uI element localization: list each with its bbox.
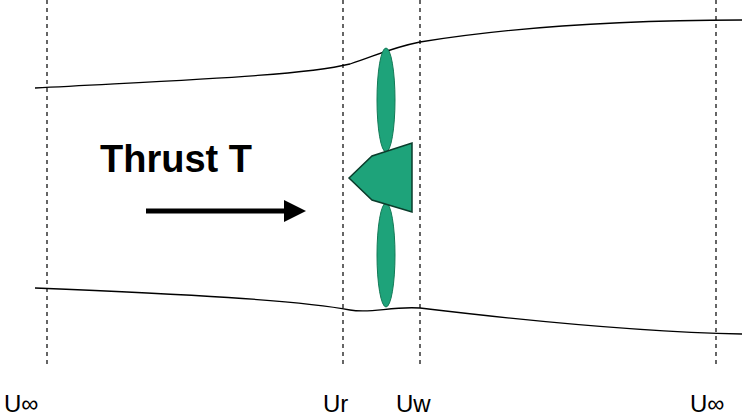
velocity-label: Ur — [323, 392, 348, 416]
velocity-label: U∞ — [690, 392, 724, 416]
thrust-arrow — [146, 200, 306, 222]
streamtube-boundary — [35, 20, 742, 334]
station-lines — [47, 0, 716, 368]
propeller — [349, 48, 412, 307]
velocity-label: Uw — [396, 392, 431, 416]
thrust-label: Thrust T — [100, 140, 252, 178]
velocity-label: U∞ — [4, 392, 38, 416]
